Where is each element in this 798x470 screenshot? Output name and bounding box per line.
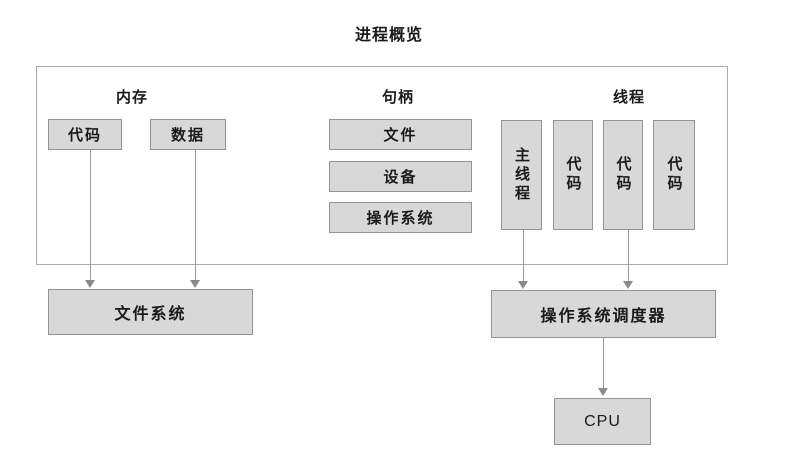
thread-main-box: 主线程 [501, 120, 542, 230]
memory-code-box: 代码 [48, 119, 122, 150]
file-system-box: 文件系统 [48, 289, 253, 335]
handle-os-box: 操作系统 [329, 202, 472, 233]
thread-code-box-3: 代码 [653, 120, 695, 230]
memory-data-box: 数据 [150, 119, 226, 150]
memory-section-label: 内存 [115, 89, 149, 106]
thread-code-box-2: 代码 [603, 120, 643, 230]
threads-section-label: 线程 [612, 89, 646, 106]
os-scheduler-box: 操作系统调度器 [491, 290, 716, 338]
thread-code-box-1: 代码 [553, 120, 593, 230]
cpu-box: CPU [554, 398, 651, 445]
handle-file-box: 文件 [329, 119, 472, 150]
diagram-title: 进程概览 [354, 27, 423, 44]
handles-section-label: 句柄 [381, 89, 415, 106]
handle-device-box: 设备 [329, 161, 472, 192]
